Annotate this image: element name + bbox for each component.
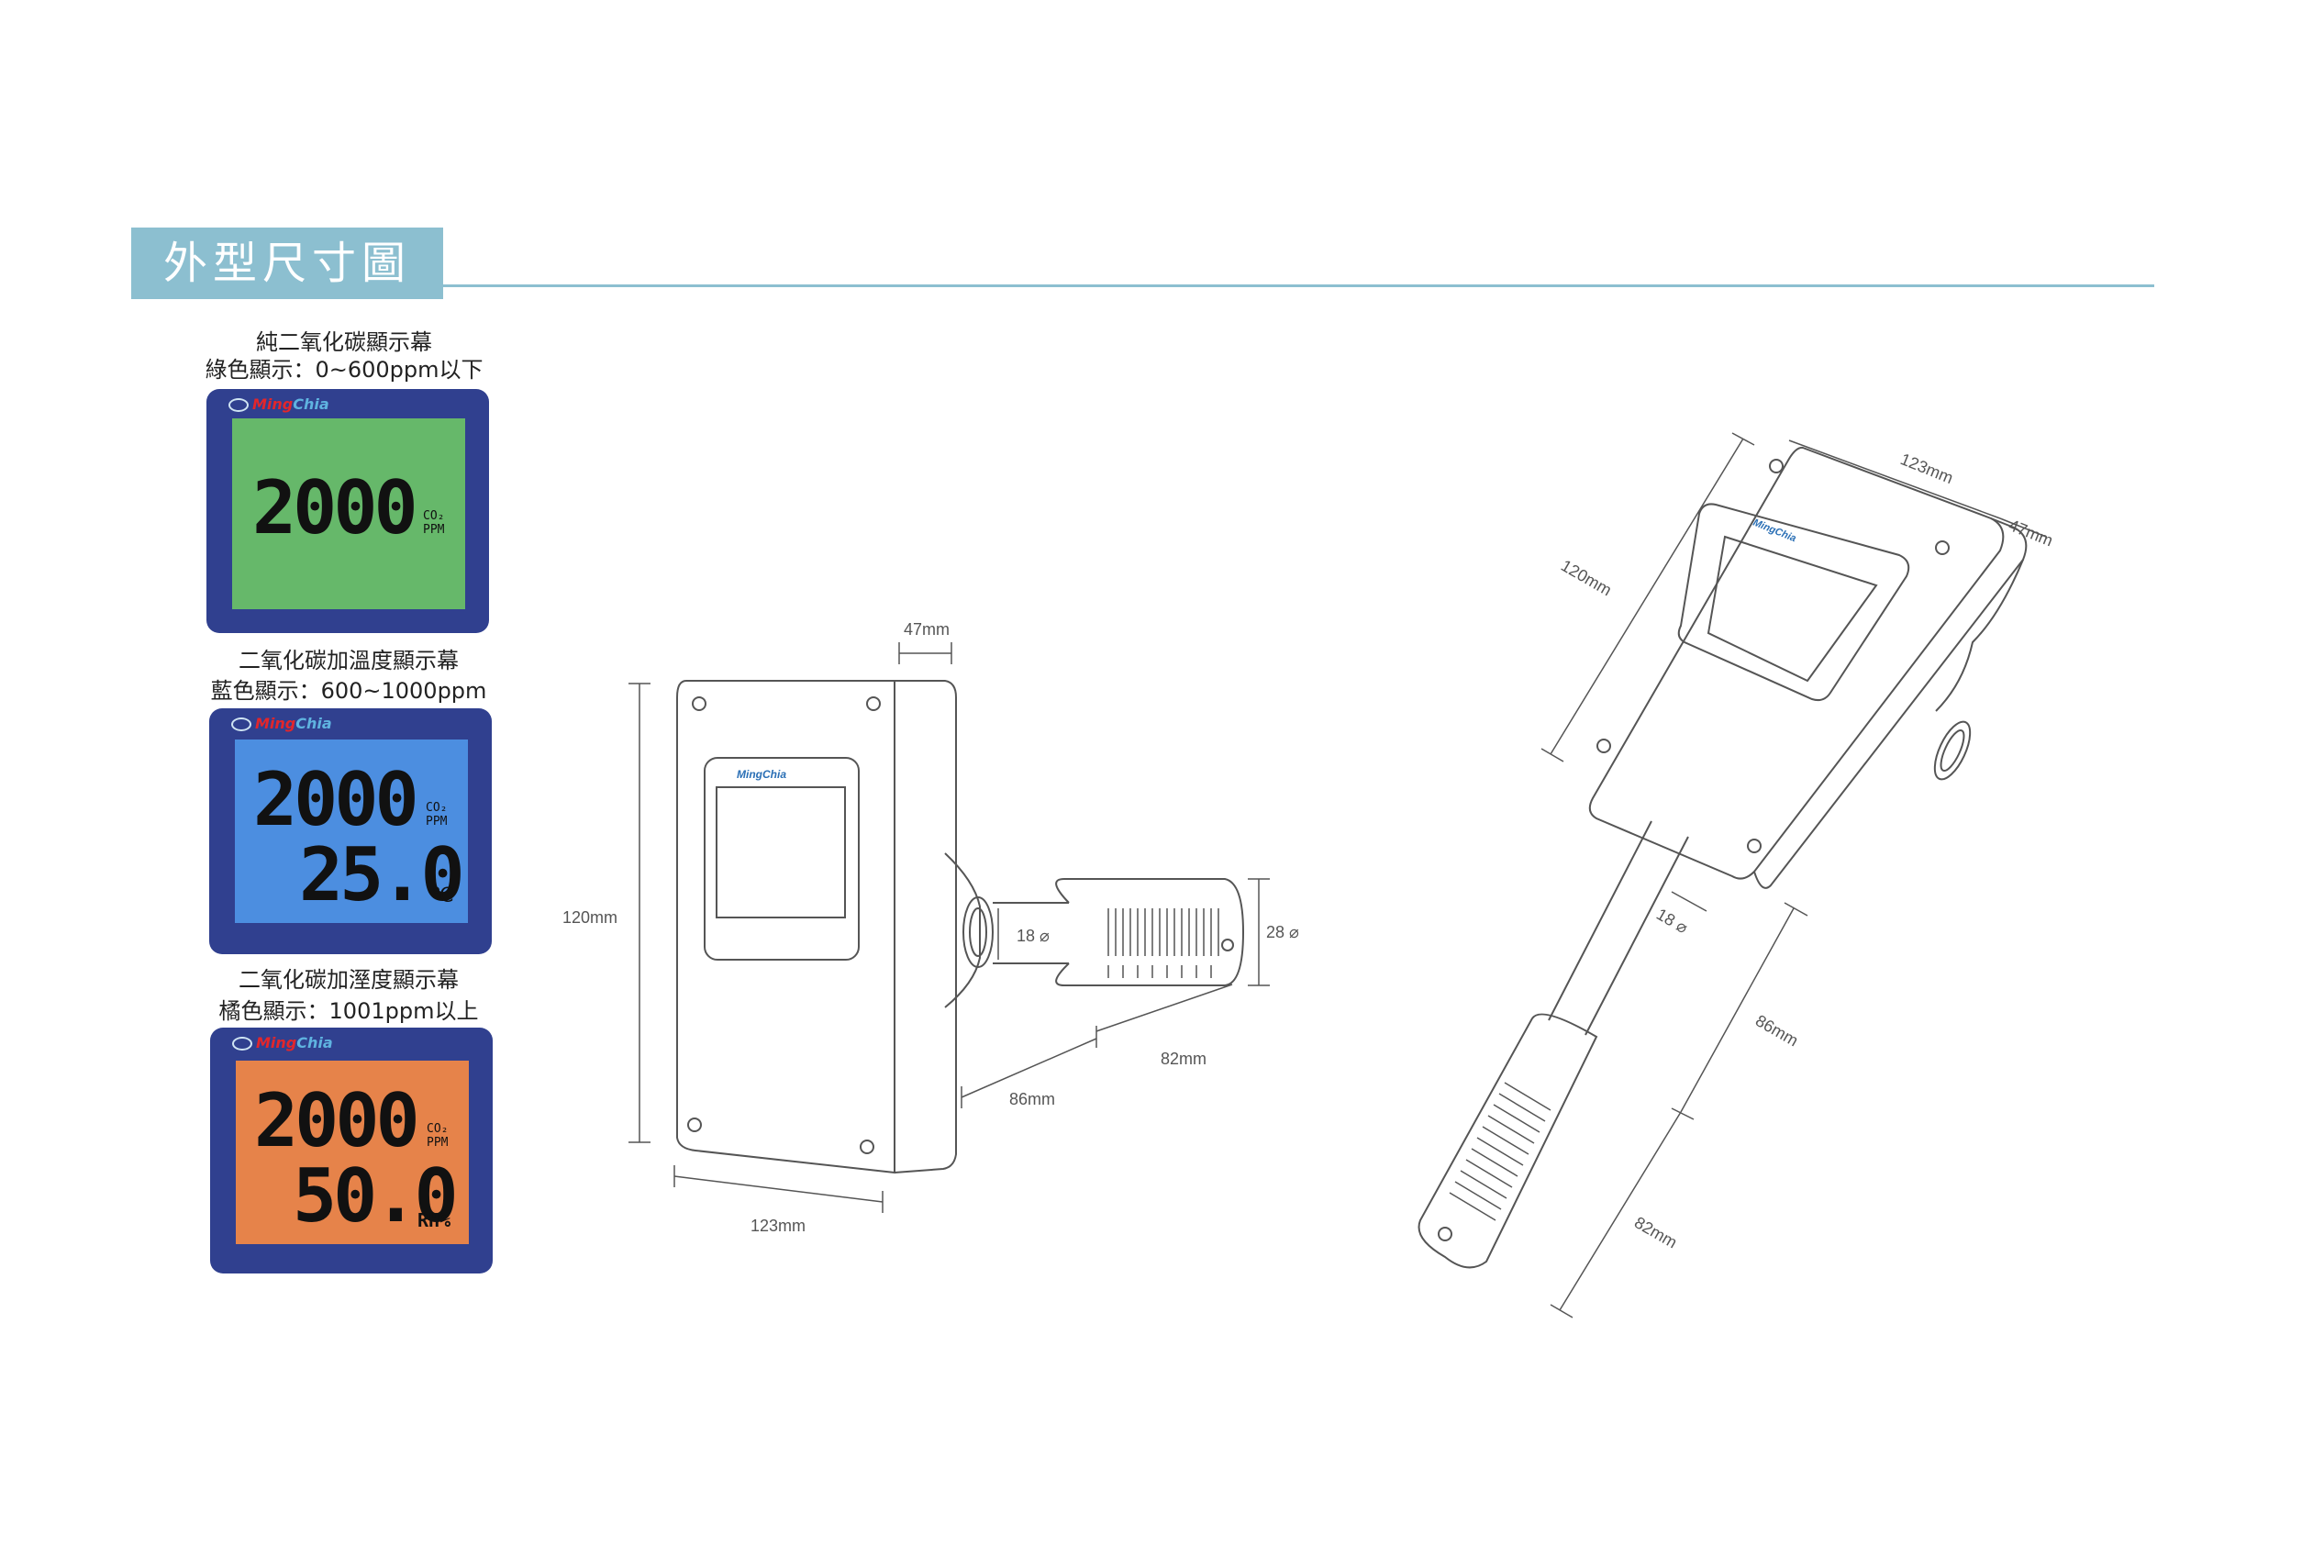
dim-width-label: 123mm bbox=[751, 1217, 806, 1235]
display-1-unit-co2: CO₂ bbox=[423, 509, 445, 523]
screw-icon bbox=[1438, 1227, 1452, 1241]
dim-sleeve-length-label: 82mm bbox=[1161, 1050, 1206, 1068]
display-2-panel: MingChia 2000 CO₂ PPM 25.0 ℃ bbox=[209, 708, 492, 954]
front-bracket bbox=[944, 852, 981, 1008]
display-3-panel: MingChia 2000 CO₂ PPM 50.0 RH% bbox=[210, 1028, 493, 1273]
front-sleeve bbox=[1055, 878, 1245, 986]
header-divider bbox=[443, 284, 2154, 287]
front-logo: MingChia bbox=[737, 768, 786, 781]
display-2-lcd: 2000 CO₂ PPM 25.0 ℃ bbox=[235, 740, 468, 923]
iso-housing-front bbox=[1588, 446, 2005, 880]
screw-icon bbox=[1221, 939, 1234, 951]
iso-probe bbox=[1548, 820, 1689, 1036]
screw-icon bbox=[1747, 839, 1762, 853]
iso-dim-probe-length-label: 86mm bbox=[1752, 1011, 1801, 1050]
sleeve-vents bbox=[1107, 908, 1219, 978]
display-3-reading-co2: 2000 bbox=[254, 1078, 420, 1163]
dim-probe-dia-label: 18 ⌀ bbox=[1017, 927, 1050, 945]
dim-sleeve-dia-label: 28 ⌀ bbox=[1266, 923, 1299, 941]
screw-icon bbox=[687, 1118, 702, 1132]
display-3-logo: MingChia bbox=[232, 1034, 333, 1051]
display-2-caption-range: 藍色顯示：600~1000ppm bbox=[210, 678, 487, 704]
iso-screen bbox=[1707, 535, 1878, 683]
display-1-caption-range: 綠色顯示：0~600ppm以下 bbox=[205, 357, 484, 383]
display-2-reading-temp: 25.0 bbox=[299, 832, 465, 917]
front-housing-side bbox=[894, 680, 957, 1173]
front-screen bbox=[716, 786, 846, 918]
logo-icon bbox=[231, 717, 251, 731]
display-2-unit-ppm: PPM bbox=[426, 815, 448, 828]
iso-dim-probe-dia-label: 18 ⌀ bbox=[1653, 905, 1691, 937]
screw-icon bbox=[860, 1140, 874, 1154]
iso-bracket bbox=[1935, 559, 2024, 712]
display-1-unit-ppm: PPM bbox=[423, 523, 445, 537]
front-housing bbox=[676, 680, 895, 1174]
display-1-lcd: 2000 CO₂ PPM bbox=[232, 418, 465, 609]
iso-dim-sleeve-length-label: 82mm bbox=[1631, 1213, 1680, 1251]
display-2-unit-celsius: ℃ bbox=[431, 884, 454, 907]
logo-icon bbox=[228, 398, 249, 412]
display-1-caption-title: 純二氧化碳顯示幕 bbox=[256, 329, 432, 355]
iso-sleeve-vents bbox=[1449, 1082, 1551, 1221]
display-3-unit-ppm: PPM bbox=[427, 1136, 449, 1150]
screw-icon bbox=[866, 696, 881, 711]
display-3-unit-rh: RH% bbox=[417, 1209, 451, 1231]
display-1-panel: MingChia 2000 CO₂ PPM bbox=[206, 389, 489, 633]
front-dimensions bbox=[628, 642, 1270, 1213]
section-header: 外型尺寸圖 bbox=[131, 228, 443, 299]
front-bezel bbox=[704, 757, 860, 961]
display-3-lcd: 2000 CO₂ PPM 50.0 RH% bbox=[236, 1061, 469, 1244]
display-2-unit-co2: CO₂ bbox=[426, 801, 448, 815]
iso-dimensions bbox=[1540, 432, 2047, 1318]
display-3-caption-title: 二氧化碳加溼度顯示幕 bbox=[239, 967, 459, 993]
display-2-caption-title: 二氧化碳加溫度顯示幕 bbox=[239, 648, 459, 673]
display-3-caption-range: 橘色顯示：1001ppm以上 bbox=[218, 998, 479, 1024]
front-probe bbox=[993, 902, 1069, 964]
iso-bracket-hole bbox=[1933, 720, 1972, 781]
logo-icon bbox=[232, 1037, 252, 1051]
iso-dim-depth-label: 47mm bbox=[2007, 516, 2056, 550]
display-2-reading-co2: 2000 bbox=[253, 757, 419, 842]
iso-sleeve bbox=[1418, 1013, 1598, 1269]
front-bracket-hole bbox=[962, 896, 994, 968]
display-1-logo: MingChia bbox=[228, 395, 329, 413]
iso-dim-width-label: 123mm bbox=[1898, 450, 1956, 487]
iso-bezel bbox=[1677, 503, 1910, 702]
screw-icon bbox=[692, 696, 706, 711]
display-2-logo: MingChia bbox=[231, 715, 332, 732]
screw-icon bbox=[1935, 540, 1950, 555]
display-1-reading: 2000 bbox=[252, 465, 418, 550]
screw-icon bbox=[1596, 739, 1611, 753]
dim-depth-label: 47mm bbox=[904, 620, 950, 639]
iso-dim-height-label: 120mm bbox=[1558, 556, 1615, 599]
dim-probe-length-label: 86mm bbox=[1009, 1090, 1055, 1108]
section-title: 外型尺寸圖 bbox=[162, 238, 411, 289]
display-3-unit-co2: CO₂ bbox=[427, 1122, 449, 1136]
screw-icon bbox=[1769, 459, 1784, 473]
dim-height-label: 120mm bbox=[562, 908, 617, 927]
iso-housing-side bbox=[1753, 517, 2028, 889]
display-3-reading-humidity: 50.0 bbox=[293, 1153, 459, 1239]
